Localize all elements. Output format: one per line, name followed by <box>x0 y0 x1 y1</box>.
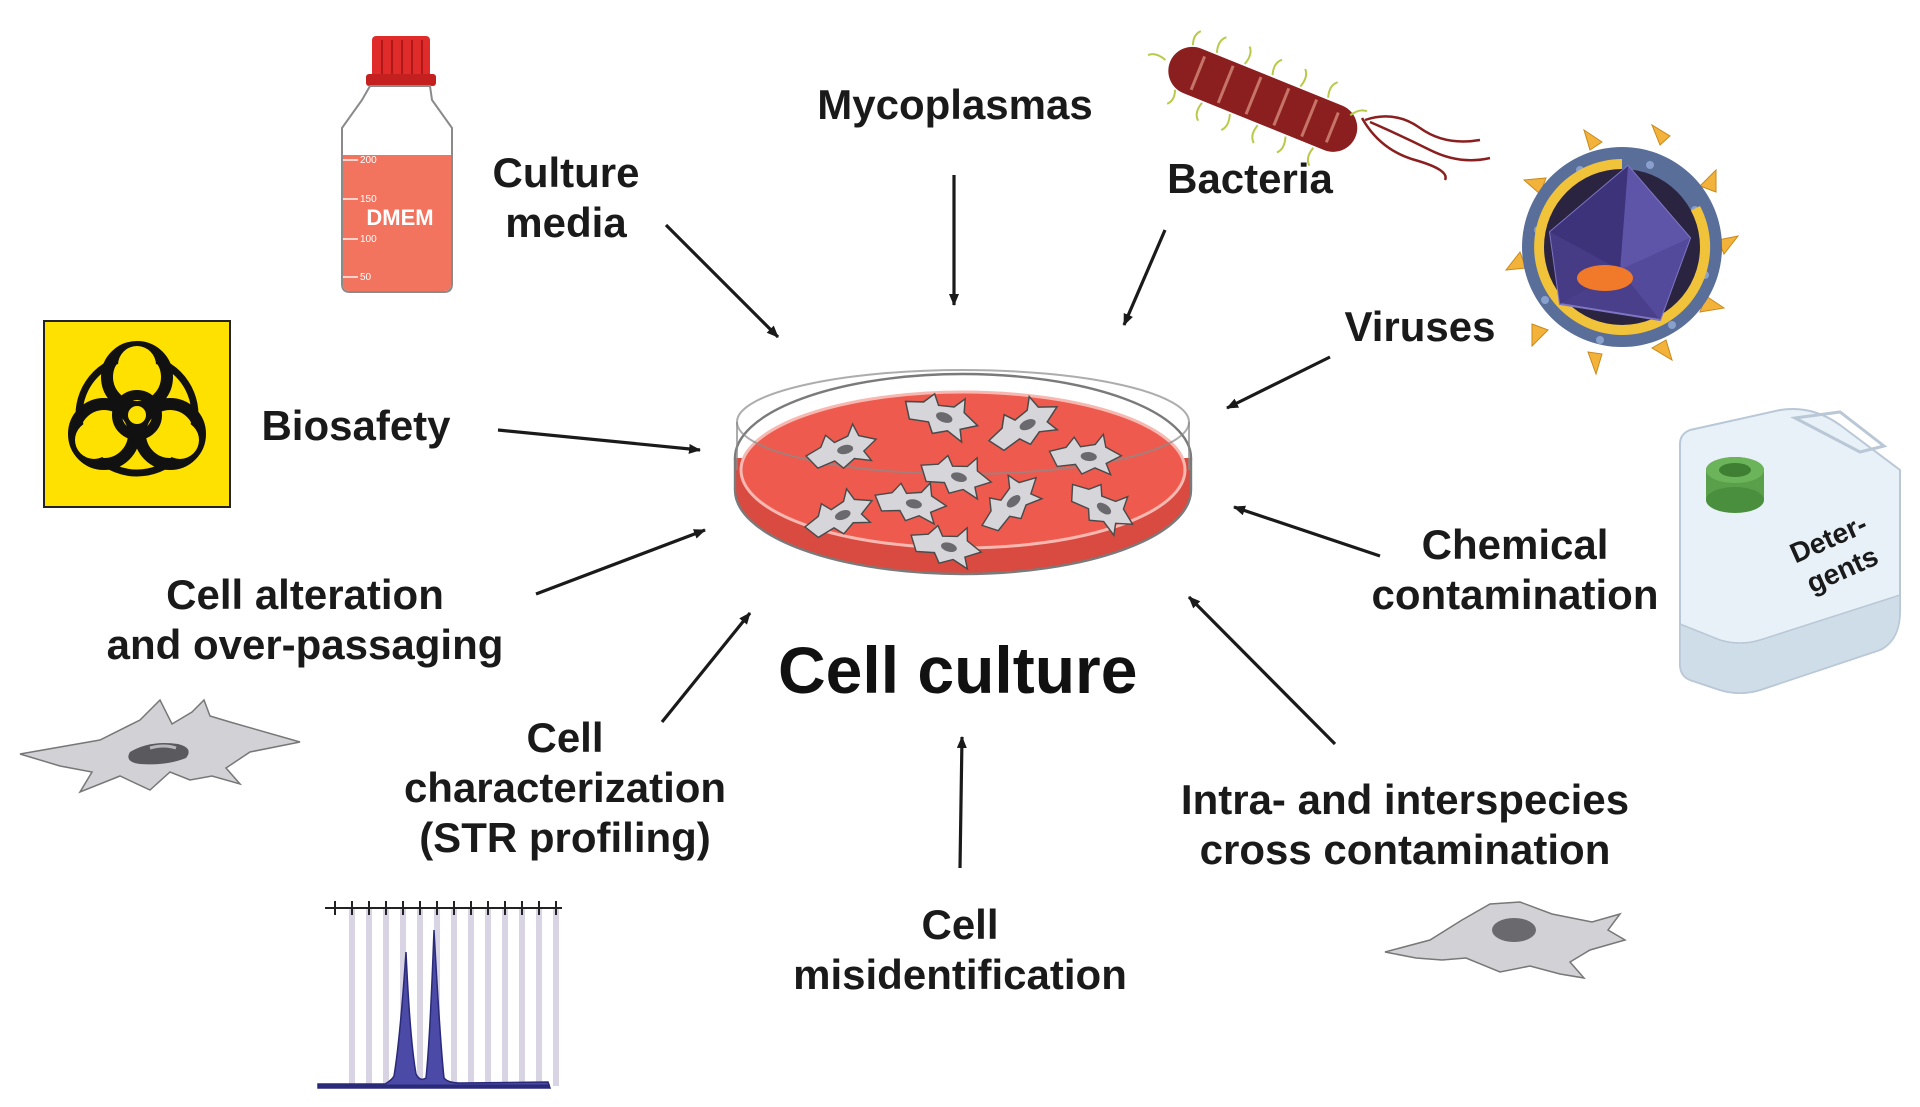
label-biosafety-line-1: Biosafety <box>261 402 451 449</box>
label-bacteria-line-1: Bacteria <box>1167 155 1333 202</box>
cell-icon <box>19 698 301 794</box>
label-misidentification-line-2: misidentification <box>793 951 1127 998</box>
label-culture-media-line-1: Culture <box>492 149 640 196</box>
label-chemical-line-2: contamination <box>1371 571 1659 618</box>
label-cross-line-1: Intra- and interspecies <box>1180 776 1630 823</box>
bottle-mark-200: 200 <box>360 155 377 166</box>
label-cross-line-2: cross contamination <box>1199 826 1611 873</box>
label-cell-characterization: Cell characterization (STR profiling) <box>385 713 745 863</box>
arrow-chemical <box>1233 505 1381 558</box>
arrow-biosafety <box>497 428 701 454</box>
label-characterization-line-1: Cell <box>526 714 604 761</box>
label-cross-contamination: Intra- and interspecies cross contaminat… <box>1150 775 1660 875</box>
arrow-group <box>497 175 1381 869</box>
label-alteration-line-1: Cell alteration <box>166 571 444 618</box>
label-chemical-contamination: Chemical contamination <box>1350 520 1680 620</box>
arrow-characterization <box>660 611 752 724</box>
label-characterization-line-3: (STR profiling) <box>419 814 711 861</box>
label-culture-media: Culture media <box>466 148 666 248</box>
bottle-mark-50: 50 <box>360 272 372 283</box>
label-viruses-line-1: Viruses <box>1344 303 1496 350</box>
arrow-misidentification <box>956 736 967 869</box>
arrow-cross <box>1187 595 1337 746</box>
str-electropherogram-icon <box>317 901 562 1089</box>
label-cell-misidentification: Cell misidentification <box>760 900 1160 1000</box>
label-characterization-line-2: characterization <box>403 764 727 811</box>
arrow-culture-media <box>664 223 780 339</box>
bottle-mark-100: 100 <box>360 234 377 245</box>
biohazard-icon <box>43 320 231 508</box>
label-viruses: Viruses <box>1320 302 1520 352</box>
bacterium-icon <box>1147 30 1491 181</box>
label-mycoplasmas: Mycoplasmas <box>780 80 1130 130</box>
arrow-viruses <box>1226 355 1331 410</box>
arrow-alteration <box>535 528 706 596</box>
detergent-canister-icon: Deter- gents <box>1679 408 1901 694</box>
arrow-bacteria <box>1122 229 1167 326</box>
cell-icon <box>1384 901 1627 980</box>
virus-icon <box>1504 123 1740 376</box>
bottle-mark-150: 150 <box>360 194 377 205</box>
label-cell-alteration: Cell alteration and over-passaging <box>80 570 530 670</box>
label-biosafety: Biosafety <box>246 401 466 451</box>
diagram-title: Cell culture <box>778 633 1138 707</box>
label-mycoplasmas-line-1: Mycoplasmas <box>817 81 1093 128</box>
label-alteration-line-2: and over-passaging <box>106 621 504 668</box>
label-misidentification-line-1: Cell <box>921 901 999 948</box>
label-culture-media-line-2: media <box>505 199 627 246</box>
label-chemical-line-1: Chemical <box>1421 521 1609 568</box>
label-bacteria: Bacteria <box>1140 154 1360 204</box>
petri-dish-icon <box>733 369 1193 576</box>
culture-media-bottle-icon: 200 150 100 50 DMEM <box>341 36 453 293</box>
bottle-label: DMEM <box>366 205 433 230</box>
